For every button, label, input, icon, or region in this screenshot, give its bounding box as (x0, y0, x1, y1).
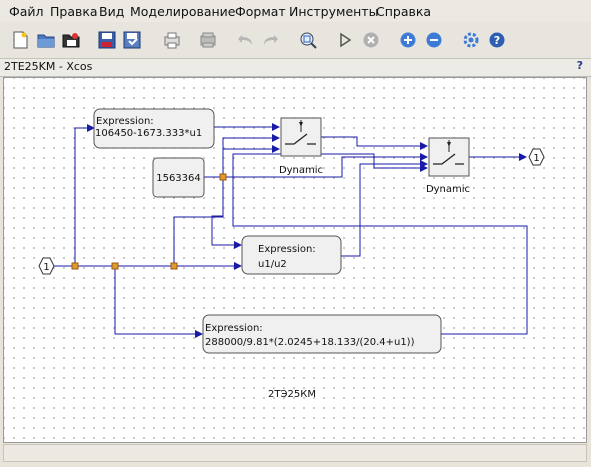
print-icon[interactable] (163, 31, 181, 49)
split-point (219, 173, 227, 181)
diagram-canvas[interactable]: 1 1 Expression: 106450-1673.333*u1 15633… (3, 77, 587, 443)
expr3-title: Expression: (205, 323, 263, 334)
constant-block[interactable]: 1563364 (152, 157, 205, 198)
bottom-strip (0, 462, 591, 467)
menu-simulation[interactable]: Моделирование (130, 4, 236, 19)
input-port-label: 1 (43, 262, 49, 273)
zoom-in-icon[interactable] (399, 31, 417, 49)
save-icon[interactable] (98, 31, 116, 49)
wire-to-expr1 (74, 124, 95, 266)
expr1-formula: 106450-1673.333*u1 (95, 128, 202, 139)
output-port-label: 1 (533, 153, 539, 164)
switch-block-1[interactable]: Dynamic (279, 117, 323, 176)
undo-icon[interactable] (236, 31, 254, 49)
help-icon[interactable]: ? (488, 31, 506, 49)
stop-icon[interactable] (362, 31, 380, 49)
diagram-title-bar: 2TE25KM - Xcos ? (0, 59, 591, 77)
wire-expr2-up (341, 160, 428, 257)
expression-block-2[interactable]: Expression: u1/u2 (241, 235, 342, 275)
switch-block-2[interactable]: Dynamic (426, 137, 470, 195)
constant-value: 1563364 (156, 173, 201, 184)
input-port-block[interactable]: 1 (38, 257, 55, 275)
output-port-block[interactable]: 1 (528, 148, 545, 166)
new-icon[interactable] (11, 31, 29, 49)
switch1-label: Dynamic (279, 165, 323, 176)
svg-text:?: ? (494, 34, 500, 47)
expression-block-3[interactable]: Expression: 288000/9.81*(2.0245+18.133/(… (202, 314, 442, 354)
menu-bar: Файл Правка Вид Моделирование Формат Инс… (0, 0, 591, 22)
split-point (170, 262, 178, 270)
diagram-caption: 2ТЭ25КМ (268, 389, 316, 400)
menu-file[interactable]: Файл (9, 4, 44, 19)
menu-tools[interactable]: Инструменты (289, 4, 379, 19)
menu-help[interactable]: Справка (376, 4, 432, 19)
start-icon[interactable] (336, 31, 354, 49)
help-question-icon[interactable]: ? (576, 59, 583, 72)
open-folder-icon[interactable] (62, 31, 80, 49)
menu-view[interactable]: Вид (99, 4, 125, 19)
menu-format[interactable]: Формат (235, 4, 286, 19)
toolbar: ? (0, 22, 591, 59)
open-icon[interactable] (37, 31, 55, 49)
save-as-icon[interactable] (123, 31, 141, 49)
wires (53, 123, 528, 338)
split-point (111, 262, 119, 270)
settings-icon[interactable] (462, 31, 480, 49)
wire-to-switch1-in2 (222, 134, 280, 177)
diagram-svg: 1 1 Expression: 106450-1673.333*u1 15633… (38, 108, 545, 400)
wire-to-switch1-in3 (173, 145, 280, 266)
fit-diagram-icon[interactable] (299, 31, 317, 49)
switch2-label: Dynamic (426, 184, 470, 195)
redo-icon[interactable] (262, 31, 280, 49)
expr2-formula: u1/u2 (258, 259, 287, 270)
status-bar (3, 444, 587, 462)
expression-block-1[interactable]: Expression: 106450-1673.333*u1 (93, 108, 215, 149)
zoom-out-icon[interactable] (425, 31, 443, 49)
wire-to-switch2-in2 (223, 153, 428, 178)
print-setup-icon[interactable] (199, 31, 217, 49)
window-title: 2TE25KM - Xcos (4, 60, 93, 73)
expr2-title: Expression: (258, 244, 316, 255)
wire-to-expr3 (114, 266, 203, 338)
wire-to-switch2-in3 (232, 153, 528, 335)
expr3-formula: 288000/9.81*(2.0245+18.133/(20.4+u1)) (205, 337, 415, 348)
wire-switch1-switch2 (321, 136, 428, 150)
wire-to-expr2-in1 (211, 177, 242, 249)
split-point (71, 262, 79, 270)
expr1-title: Expression: (96, 116, 154, 127)
menu-edit[interactable]: Правка (50, 4, 98, 19)
